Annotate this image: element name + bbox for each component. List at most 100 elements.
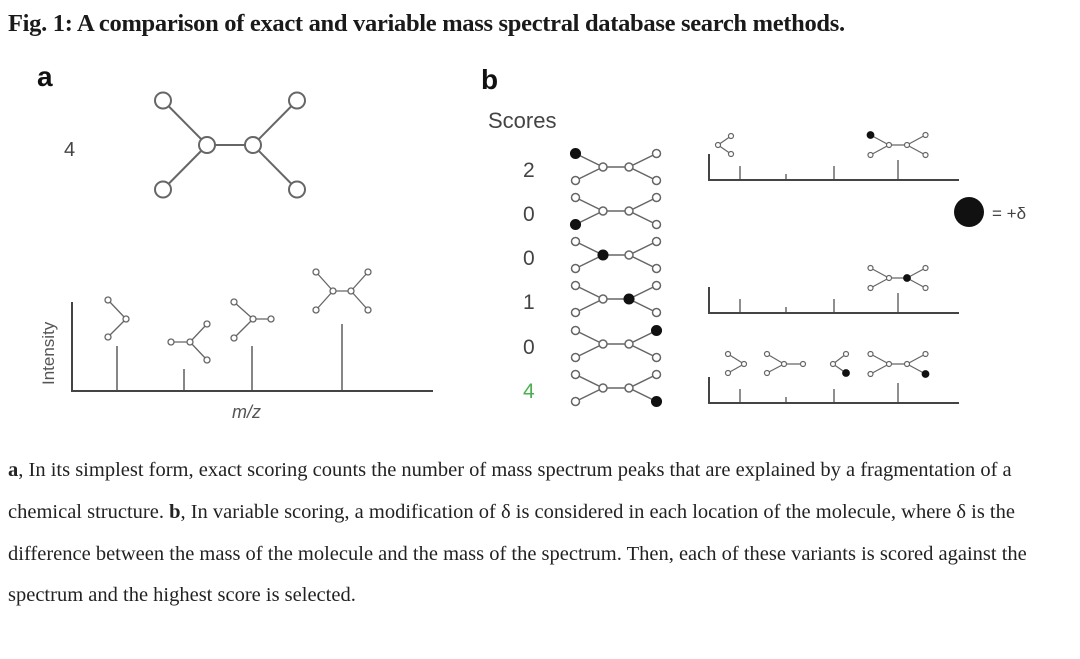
atom xyxy=(570,280,581,291)
atom xyxy=(740,360,748,368)
atom xyxy=(724,369,732,377)
atom xyxy=(799,360,807,368)
bond xyxy=(870,277,890,289)
variant-row: 2 xyxy=(523,147,662,186)
atom xyxy=(364,306,372,314)
modified-atom xyxy=(569,218,582,231)
bond xyxy=(727,353,745,365)
atom xyxy=(624,339,634,349)
panel-a-label: a xyxy=(37,61,53,92)
atom xyxy=(624,162,634,172)
spectrum-b xyxy=(708,154,959,181)
atom xyxy=(288,180,306,199)
fragment xyxy=(724,350,748,377)
variant-score: 0 xyxy=(523,247,535,270)
atom xyxy=(347,287,355,295)
bond xyxy=(162,144,208,191)
fragment xyxy=(866,131,929,159)
atom xyxy=(624,206,634,216)
atom xyxy=(867,350,874,358)
bond xyxy=(350,271,369,292)
variant-score: 4 xyxy=(523,380,535,403)
x-axis-label: m/z xyxy=(232,402,261,422)
modified-atom xyxy=(569,147,582,160)
atom xyxy=(624,250,634,260)
atom xyxy=(198,136,216,154)
fragment xyxy=(312,268,372,314)
spectrum-b xyxy=(708,287,959,314)
modified-atom xyxy=(597,249,609,261)
fragment xyxy=(104,296,130,341)
bond xyxy=(628,254,657,270)
variant-molecule xyxy=(570,369,663,408)
variant-score: 0 xyxy=(523,336,535,359)
atom xyxy=(651,352,662,363)
atom xyxy=(230,334,238,342)
atom xyxy=(842,350,850,358)
bond xyxy=(575,373,604,389)
bond xyxy=(233,318,254,339)
atom xyxy=(922,131,929,139)
atom xyxy=(624,383,634,393)
atom xyxy=(727,150,735,158)
bond xyxy=(189,323,208,343)
atom xyxy=(598,339,608,349)
fragment xyxy=(867,350,930,378)
atom xyxy=(651,148,662,159)
caption-b-label: b xyxy=(169,500,181,523)
caption-b-text: , In variable scoring, a modification of… xyxy=(8,500,1027,607)
atom xyxy=(598,162,608,172)
atom xyxy=(570,192,581,203)
atom xyxy=(598,206,608,216)
bond xyxy=(628,343,657,359)
atom xyxy=(922,264,929,272)
spectrum-a xyxy=(71,302,433,392)
fragments-a xyxy=(104,268,372,364)
atom xyxy=(154,91,172,110)
bond xyxy=(315,290,334,311)
fragment xyxy=(829,350,850,377)
atom xyxy=(364,268,372,276)
atom xyxy=(651,236,662,247)
fragment xyxy=(230,298,275,342)
modified-atom xyxy=(921,370,930,378)
variant-molecule xyxy=(570,280,662,318)
atom xyxy=(829,360,837,368)
bond xyxy=(315,271,334,292)
atom xyxy=(570,236,581,247)
bond xyxy=(628,152,657,168)
atom xyxy=(203,320,211,328)
atom xyxy=(570,263,581,274)
atom xyxy=(329,287,337,295)
atom xyxy=(903,141,911,149)
fragment xyxy=(867,264,929,292)
atom xyxy=(867,370,874,378)
panel-a-score: 4 xyxy=(64,139,75,161)
bond xyxy=(628,196,657,212)
bond xyxy=(628,240,657,256)
bond xyxy=(906,353,926,365)
bond xyxy=(870,144,890,156)
bond xyxy=(162,99,208,146)
molecule-full xyxy=(154,91,306,199)
atom xyxy=(651,369,662,380)
bond xyxy=(766,353,785,365)
atom xyxy=(727,132,735,140)
spectrum-b xyxy=(708,377,959,404)
spectra-b xyxy=(708,131,959,404)
fragment xyxy=(167,320,211,364)
bond xyxy=(628,166,657,182)
bond xyxy=(870,363,890,375)
atom xyxy=(104,333,112,341)
variant-score: 0 xyxy=(523,203,535,226)
fragment xyxy=(763,350,807,377)
atom xyxy=(288,91,306,110)
variant-row: 0 xyxy=(523,236,662,274)
atom xyxy=(885,360,893,368)
atom xyxy=(651,192,662,203)
variant-row: 0 xyxy=(523,324,663,363)
bond xyxy=(870,267,890,279)
scores-header: Scores xyxy=(488,108,556,133)
